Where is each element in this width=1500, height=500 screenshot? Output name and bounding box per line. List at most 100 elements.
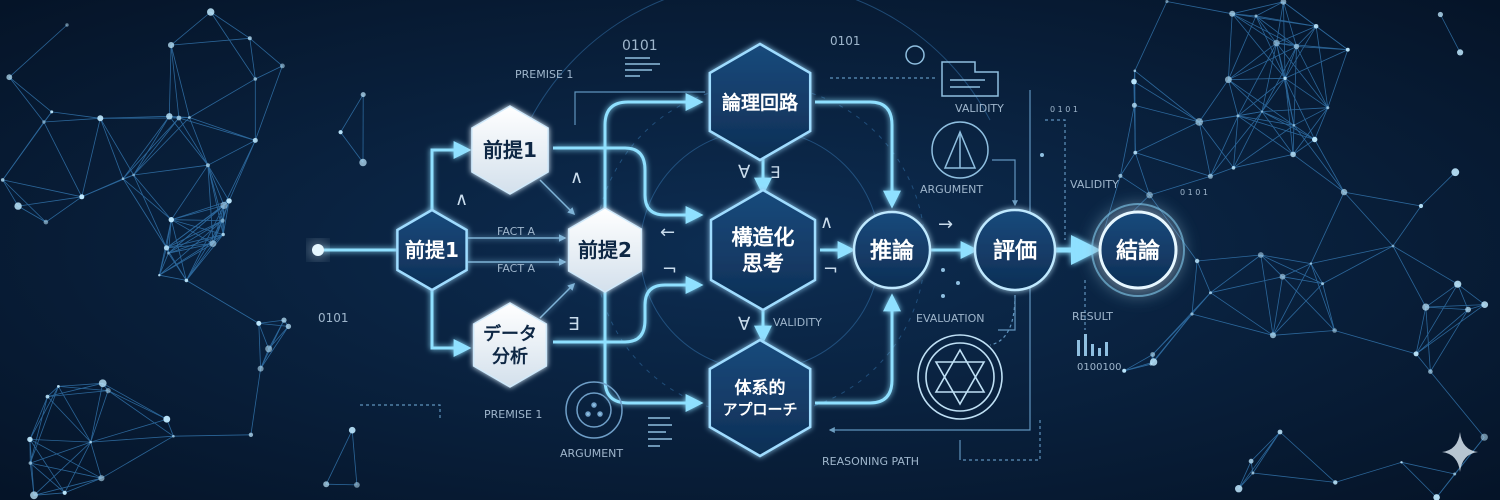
network-node [1209, 291, 1212, 295]
evaluation-text-label: EVALUATION [916, 312, 984, 325]
network-node [1236, 114, 1240, 118]
network-link [1425, 304, 1485, 308]
network-node [1131, 102, 1137, 108]
network-link [1310, 263, 1323, 284]
sparkle-icon [1442, 432, 1478, 472]
network-link [258, 323, 261, 369]
network-link [1392, 205, 1422, 247]
network-link [1124, 361, 1154, 372]
network-link [1327, 49, 1349, 108]
network-link [1210, 111, 1263, 177]
network-link [186, 280, 260, 324]
network-node [1454, 280, 1462, 288]
network-link [340, 131, 364, 163]
network-node [65, 23, 69, 27]
binary-top-mid: 0101 [830, 34, 861, 48]
network-link [90, 383, 104, 443]
network-link [47, 390, 109, 397]
network-link [1293, 107, 1328, 126]
network-link [1392, 245, 1458, 285]
network-link [1314, 107, 1329, 140]
network-node [79, 194, 85, 200]
network-link [1120, 175, 1150, 196]
network-link [1228, 15, 1257, 80]
network-link [1425, 307, 1431, 372]
data-analysis-node-label-1: データ [483, 323, 537, 345]
network-link [58, 382, 103, 387]
network-link [133, 174, 172, 220]
network-link [133, 164, 208, 176]
network-link [178, 117, 209, 166]
network-node [1433, 494, 1440, 500]
network-link [99, 118, 134, 176]
network-node [1422, 303, 1430, 311]
network-link [18, 196, 82, 207]
network-link [17, 205, 47, 223]
premise-mid-node-label-1: 前提2 [578, 238, 632, 262]
network-link [107, 390, 174, 437]
network-link [351, 430, 358, 485]
network-link [1133, 81, 1200, 123]
network-node [285, 323, 292, 330]
network-link [1284, 78, 1295, 126]
network-node [6, 74, 13, 81]
network-link [29, 396, 48, 440]
result-label: RESULT [1072, 310, 1113, 323]
network-link [1261, 111, 1295, 126]
network-node [163, 245, 170, 251]
network-link [158, 253, 169, 276]
network-node [45, 394, 50, 399]
binary-right-tiny: 0 1 0 1 [1180, 188, 1208, 197]
network-link [99, 118, 124, 179]
evaluation-label: 評価 [993, 238, 1037, 264]
network-link [222, 200, 230, 221]
network-node [323, 481, 330, 488]
premise-label-bottom: PREMISE 1 [484, 408, 542, 421]
network-link [64, 441, 92, 493]
fact-label-lower: FACT A [497, 262, 536, 275]
argument-label-bottom: ARGUMENT [560, 447, 623, 460]
network-link [1261, 111, 1315, 140]
network-link [1260, 254, 1274, 336]
network-link [1135, 121, 1200, 153]
network-node [1312, 136, 1318, 143]
network-node [280, 63, 285, 69]
network-link [250, 368, 261, 435]
network-link [171, 219, 224, 235]
network-node [105, 388, 111, 394]
network-node [43, 219, 49, 225]
network-link [1231, 13, 1286, 79]
network-link [1210, 115, 1239, 177]
network-link [43, 121, 83, 197]
network-link [133, 174, 167, 249]
network-link [1335, 461, 1402, 483]
network-link [122, 116, 170, 179]
network-link [1415, 353, 1431, 372]
network-link [9, 76, 52, 113]
network-link [133, 116, 170, 176]
network-node [1413, 351, 1419, 357]
network-node [188, 116, 191, 119]
network-node [247, 36, 252, 41]
network-link [166, 234, 224, 249]
network-link [1430, 309, 1469, 372]
network-link [1228, 13, 1233, 80]
network-link [1292, 125, 1295, 155]
network-link [166, 219, 172, 248]
network-link [1296, 26, 1317, 47]
network-node [221, 232, 225, 237]
network-link [210, 11, 251, 39]
network-link [171, 205, 225, 221]
logic-circuit-node-label-1: 論理回路 [722, 91, 799, 114]
network-node [172, 434, 175, 438]
network-node [176, 115, 182, 121]
network-link [1260, 254, 1283, 277]
network-node [220, 218, 225, 223]
argument-label-right: ARGUMENT [920, 183, 983, 196]
network-link [51, 111, 101, 119]
left-arrow-symbol: ← [660, 222, 675, 243]
network-link [1233, 115, 1239, 168]
network-link [268, 319, 285, 350]
network-link [2, 179, 82, 198]
